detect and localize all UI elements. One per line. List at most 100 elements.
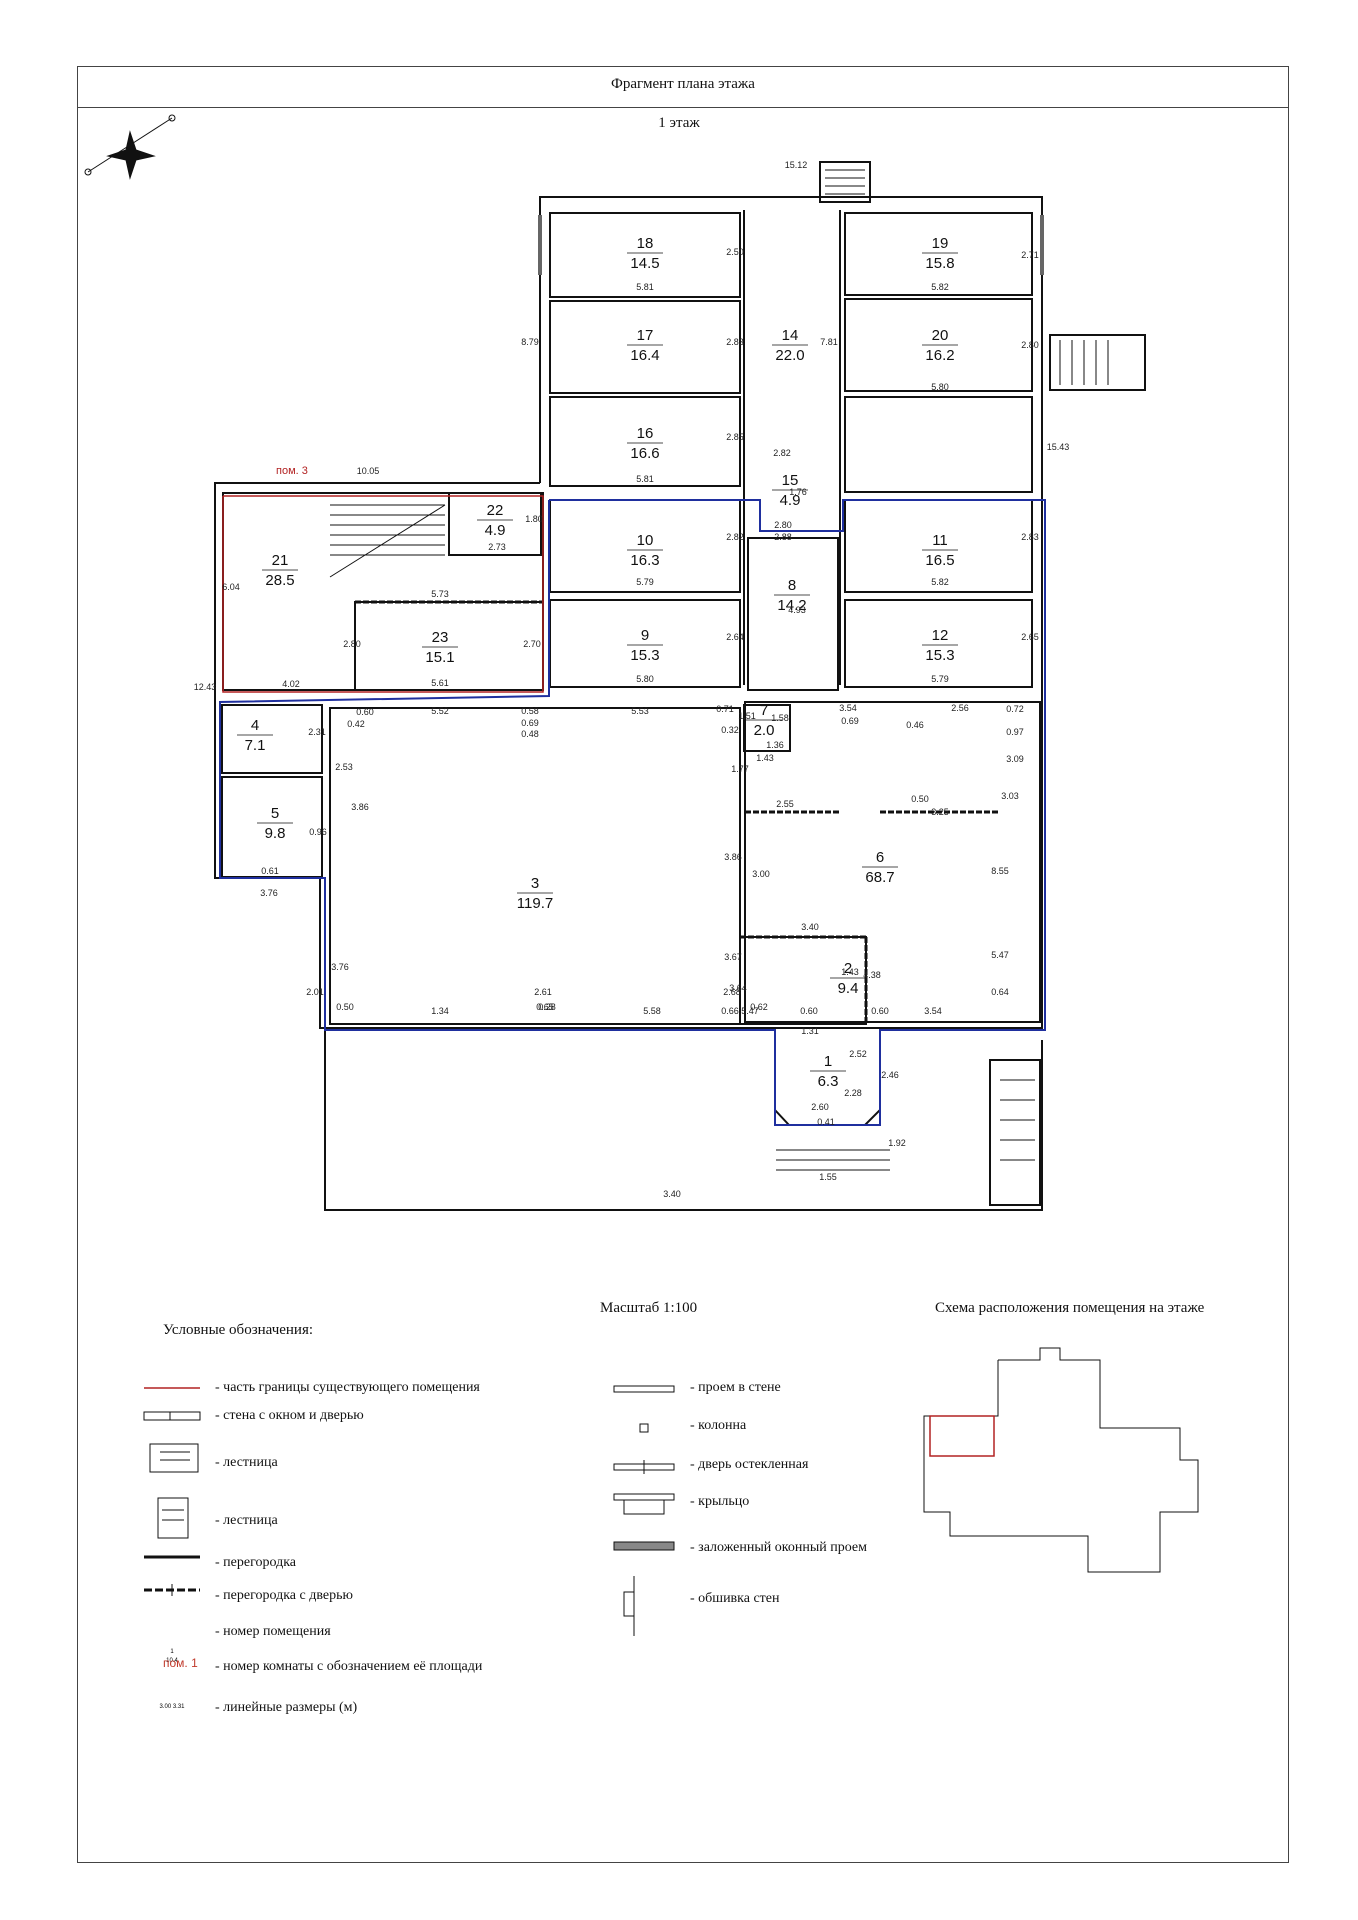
dimension-label: 2.71 [1021, 250, 1039, 260]
dimension-label: 2.52 [849, 1049, 867, 1059]
svg-text:10.4: 10.4 [166, 1658, 178, 1664]
room-number: 3 [531, 875, 539, 892]
dimension-label: 5.81 [636, 474, 654, 484]
dimension-label: 3.09 [1006, 754, 1024, 764]
dimension-label: 1.92 [888, 1138, 906, 1148]
premise-boundary-blue [219, 499, 1046, 1126]
room-number: 20 [932, 327, 949, 344]
dimension-label: 2.53 [335, 762, 353, 772]
dimension-label: 5.47 [741, 1006, 759, 1016]
dimension-label: 0.69 [841, 716, 859, 726]
sheet-frame [77, 66, 1289, 1863]
dimension-label: 0.58 [521, 706, 539, 716]
dimension-label: 2.68 [723, 987, 741, 997]
legend-item-5: - перегородка с дверью [215, 1588, 353, 1603]
room-area: 16.2 [925, 347, 954, 364]
room-area: 6.3 [818, 1073, 839, 1090]
dimension-label: 1.76 [789, 487, 807, 497]
legend-icons-left: 1 10.4 3.00 3.31 [143, 1387, 201, 1710]
dimension-label: 3.86 [724, 852, 742, 862]
dimension-label: 1.55 [819, 1172, 837, 1182]
dimension-label: 2.64 [726, 632, 744, 642]
room-area: 15.8 [925, 255, 954, 272]
dimension-label: 1.43 [756, 753, 774, 763]
dimension-label: 3.76 [331, 962, 349, 972]
dimension-label: 2.01 [306, 987, 324, 997]
room-number: 2 [844, 960, 852, 977]
room-number: 15 [782, 472, 799, 489]
dimension-label: 0.32 [721, 725, 739, 735]
legend-item-11: - дверь остекленная [690, 1457, 809, 1472]
legend-item-6: - номер помещения [215, 1624, 331, 1639]
room-area: 4.9 [780, 492, 801, 509]
room-area: 15.1 [425, 649, 454, 666]
dimension-label: 0.61 [261, 866, 279, 876]
dimension-label: 2.28 [844, 1088, 862, 1098]
dimension-label: 0.60 [356, 707, 374, 717]
dimension-label: 3.00 [752, 869, 770, 879]
premise-number-sample: пом. 1 [163, 1656, 198, 1670]
room-number: 9 [641, 627, 649, 644]
dimension-label: 2.83 [726, 337, 744, 347]
dimension-label: 0.28 [538, 1002, 556, 1012]
legend-item-1: - стена с окном и дверью [215, 1408, 364, 1423]
dimension-label: 2.60 [811, 1102, 829, 1112]
dimension-label: 2.56 [951, 703, 969, 713]
dimension-label: 3.40 [801, 922, 819, 932]
dimension-label: 3.54 [924, 1006, 942, 1016]
partition-door-icon [144, 1584, 200, 1596]
dimension-label: 2.55 [776, 799, 794, 809]
title-row: Фрагмент плана этажа [77, 66, 1289, 108]
room-area: 16.3 [630, 552, 659, 569]
room-number: 14 [782, 327, 799, 344]
dimension-label: 2.65 [1021, 632, 1039, 642]
room-number: 21 [272, 552, 289, 569]
dimension-label: 1.80 [525, 514, 543, 524]
dimension-label: 0.69 [521, 718, 539, 728]
dimension-label: 5.73 [431, 589, 449, 599]
room-area: 15.3 [925, 647, 954, 664]
dimension-label: 2.46 [881, 1070, 899, 1080]
svg-text:1: 1 [170, 1649, 174, 1655]
room-area: 16.4 [630, 347, 659, 364]
room-number: 18 [637, 235, 654, 252]
dimension-label: 5.80 [636, 674, 654, 684]
dimension-label: 0.41 [817, 1117, 835, 1127]
dimension-label: 3.40 [663, 1189, 681, 1199]
dimension-label: 0.64 [991, 987, 1009, 997]
room-area: 14.2 [777, 597, 806, 614]
dimension-label: 8.55 [991, 866, 1009, 876]
dimension-label: 1.51 [738, 711, 756, 721]
room-area: 68.7 [865, 869, 894, 886]
dimension-label: 5.81 [636, 282, 654, 292]
room-number: 12 [932, 627, 949, 644]
linear-dimension-icon: 3.00 3.31 [159, 1704, 185, 1710]
dimension-label: 5.80 [931, 382, 949, 392]
floor-title: 1 этаж [658, 115, 700, 131]
legend-icons-right [613, 1385, 675, 1636]
dimension-label: 8.79 [521, 337, 539, 347]
legend-item-14: - обшивка стен [690, 1591, 780, 1606]
dimension-label: 7.81 [820, 337, 838, 347]
dimension-label: 2.61 [534, 987, 552, 997]
room-number-icon: 1 10.4 [166, 1649, 178, 1664]
legend-title: Условные обозначения: [163, 1322, 314, 1338]
dimension-label: 5.47 [991, 950, 1009, 960]
dimension-label: 0.50 [911, 794, 929, 804]
dimension-label: 3.67 [724, 952, 742, 962]
dimension-label: 2.50 [726, 247, 744, 257]
dimension-label: 2.31 [308, 727, 326, 737]
sheet-title: Фрагмент плана этажа [611, 76, 755, 92]
room-area: 16.5 [925, 552, 954, 569]
room-number: 6 [876, 849, 884, 866]
dimension-label: 5.52 [431, 706, 449, 716]
dimension-label: 1.36 [766, 740, 784, 750]
dimension-label: 3.25 [931, 807, 949, 817]
room-area: 15.3 [630, 647, 659, 664]
dimension-label: 3.03 [1001, 791, 1019, 801]
stair-icon [149, 1443, 199, 1473]
premise-boundary-red [222, 495, 544, 693]
wall-cladding-icon [623, 1576, 635, 1636]
